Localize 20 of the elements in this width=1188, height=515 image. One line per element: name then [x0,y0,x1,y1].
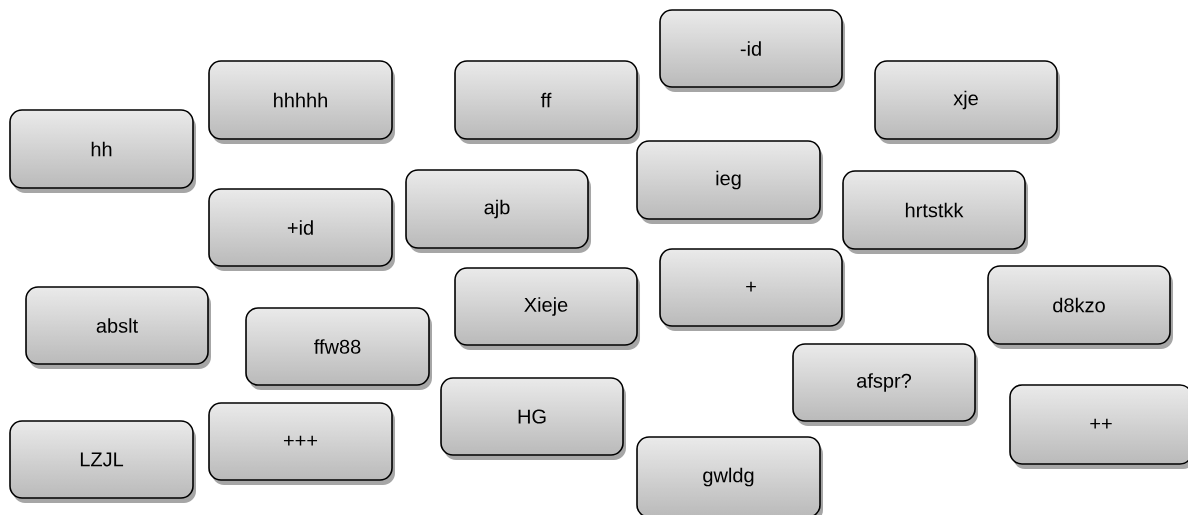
rounded-box: Xieje [454,267,640,350]
rounded-box: abslt [25,286,211,369]
rounded-box: ++ [1009,384,1188,469]
rounded-box: -id [659,9,845,92]
rounded-box: ff [454,60,640,144]
rounded-box: hrtstkk [842,170,1028,254]
rounded-box: xje [874,60,1060,144]
rounded-box: +++ [208,402,395,485]
rounded-box: HG [440,377,626,460]
rounded-box: hhhhh [208,60,395,144]
rounded-box: ffw88 [245,307,432,390]
rounded-box: gwldg [636,436,823,515]
rounded-box: + [659,248,845,331]
rounded-box: ajb [405,169,591,253]
rounded-box: hh [9,109,196,193]
rounded-box: +id [208,188,395,271]
rounded-box: LZJL [9,420,196,503]
rounded-box: afspr? [792,343,978,426]
rounded-box: d8kzo [987,265,1173,349]
rounded-box: ieg [636,140,823,224]
